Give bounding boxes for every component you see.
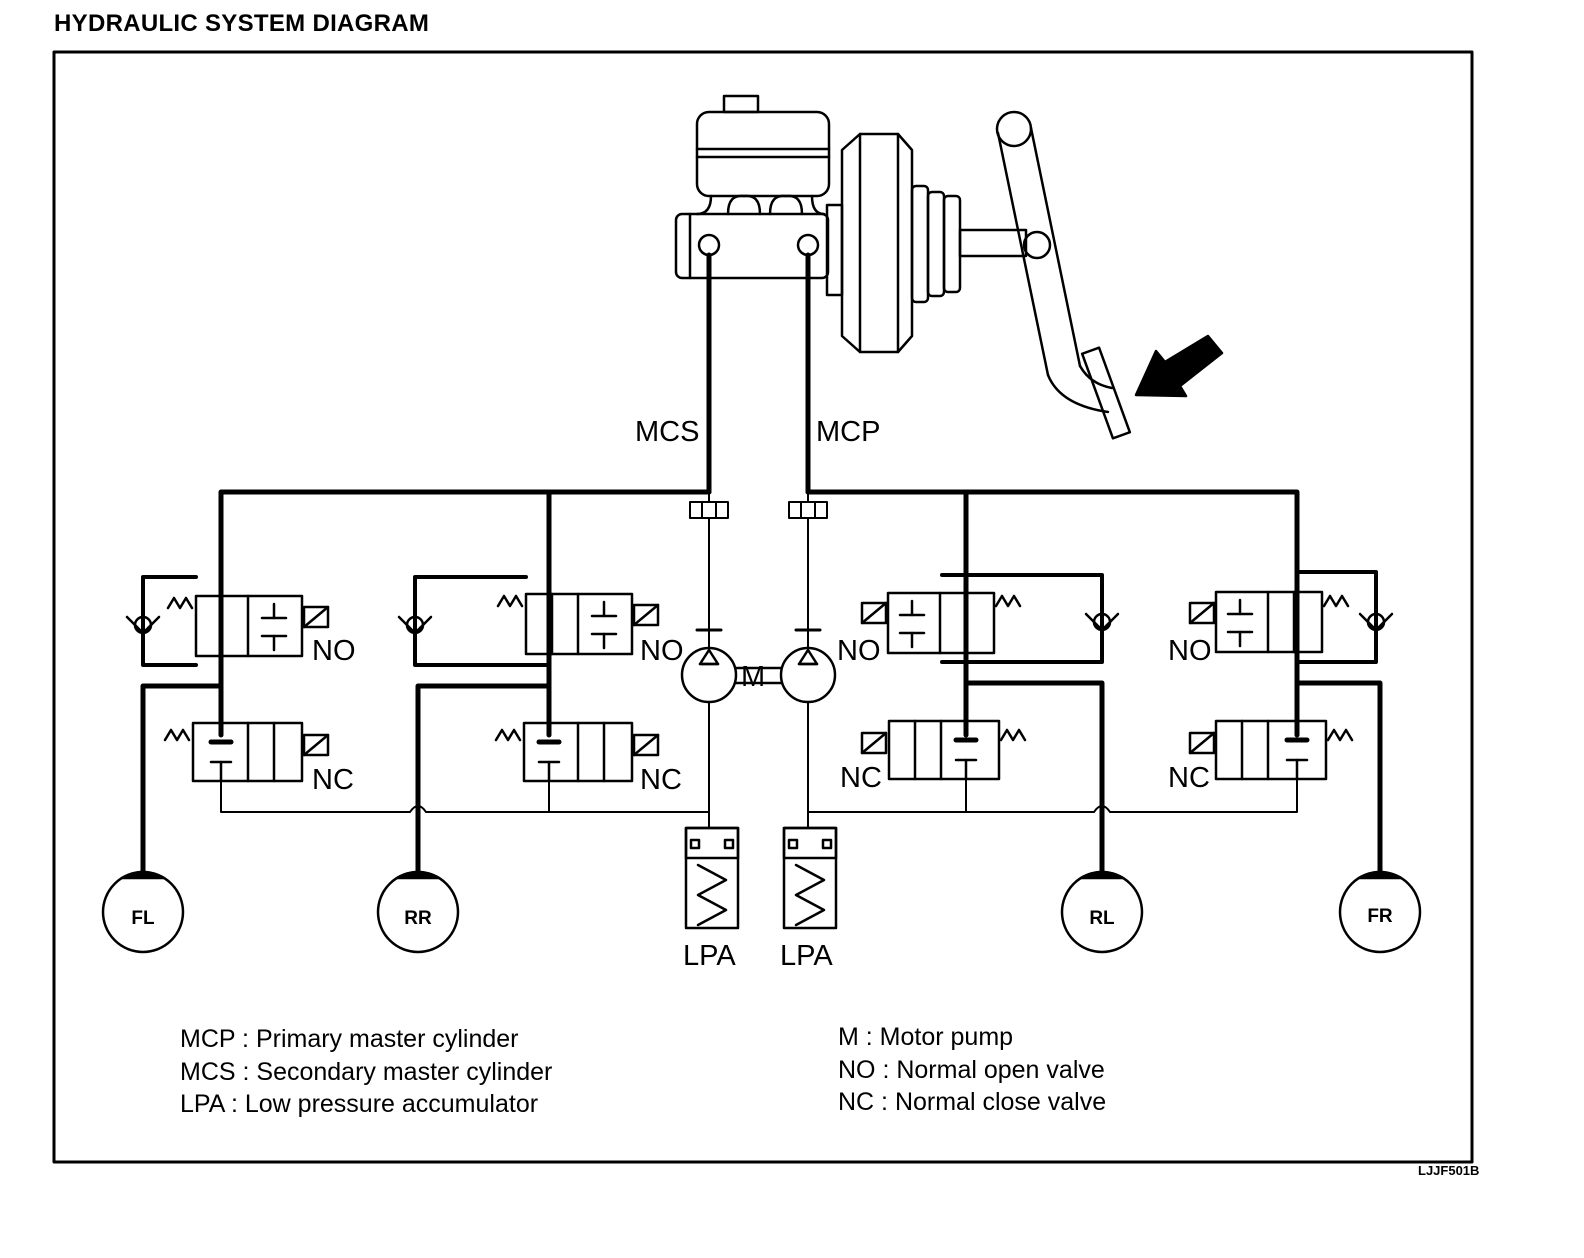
pedal-force-arrow-icon <box>1134 334 1224 398</box>
motor-pump-left <box>680 646 738 704</box>
motor-shaft <box>734 666 783 685</box>
line-fittings <box>689 501 828 632</box>
wheel-rl <box>1060 870 1144 954</box>
label-no-rr: NO <box>640 635 684 667</box>
lpa-left <box>684 826 740 930</box>
legend-lpa: LPA : Low pressure accumulator <box>180 1090 538 1118</box>
label-lpa-left: LPA <box>683 940 736 972</box>
label-nc-fl: NC <box>312 764 354 796</box>
legend: MCP : Primary master cylinder MCS : Seco… <box>180 1023 1106 1118</box>
no-valve-rr <box>496 592 660 656</box>
brake-pedal <box>995 110 1132 440</box>
nc-valve-rr <box>494 721 660 783</box>
nc-valve-rl <box>860 719 1027 781</box>
label-mcs: MCS <box>635 416 699 448</box>
legend-mcp: MCP : Primary master cylinder <box>180 1025 519 1053</box>
no-valve-rl <box>860 591 1022 655</box>
wheel-supply-lines <box>140 680 1383 875</box>
wheel-label-fr: FR <box>1367 906 1393 927</box>
check-valve-icon <box>125 612 1394 635</box>
brake-booster <box>825 132 1028 354</box>
label-nc-fr: NC <box>1168 762 1210 794</box>
legend-no: NO : Normal open valve <box>838 1056 1105 1084</box>
master-cylinder <box>674 94 831 280</box>
wheel-label-rl: RL <box>1089 908 1115 929</box>
label-mcp: MCP <box>816 416 880 448</box>
no-valve-fr <box>1188 590 1350 654</box>
label-lpa-right: LPA <box>780 940 833 972</box>
label-nc-rr: NC <box>640 764 682 796</box>
motor-pump-right <box>779 646 837 704</box>
wheel-fr <box>1338 870 1422 954</box>
check-valve-loops <box>141 570 1378 667</box>
wheel-label-rr: RR <box>404 908 432 929</box>
label-motor: M <box>741 661 765 693</box>
wheel-rr <box>376 870 460 954</box>
nc-valve-fl <box>163 721 330 783</box>
lpa-right <box>782 826 838 930</box>
nc-valve-fr <box>1188 719 1354 781</box>
legend-m: M : Motor pump <box>838 1023 1013 1051</box>
legend-mcs: MCS : Secondary master cylinder <box>180 1058 552 1086</box>
label-nc-rl: NC <box>840 762 882 794</box>
figure-reference-code: LJJF501B <box>1418 1163 1480 1178</box>
legend-nc: NC : Normal close valve <box>838 1088 1106 1116</box>
label-no-rl: NO <box>837 635 881 667</box>
label-no-fl: NO <box>312 635 356 667</box>
page-title: HYDRAULIC SYSTEM DIAGRAM <box>54 10 430 37</box>
no-valve-fl <box>166 594 330 658</box>
return-lines <box>220 491 1298 829</box>
wheel-fl <box>101 870 185 954</box>
label-no-fr: NO <box>1168 635 1212 667</box>
wheel-label-fl: FL <box>131 908 155 929</box>
diagram-frame <box>52 50 1474 1164</box>
